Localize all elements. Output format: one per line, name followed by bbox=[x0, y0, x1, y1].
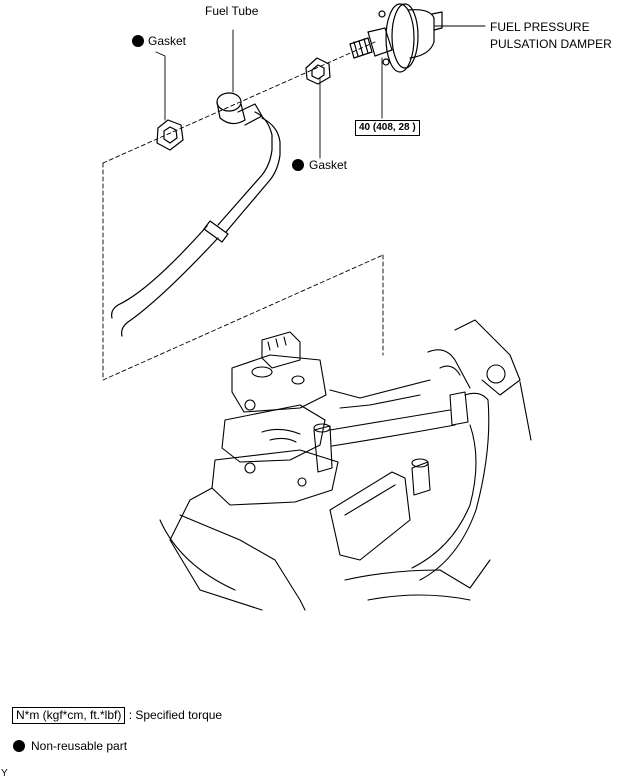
corner-mark: Y bbox=[1, 768, 8, 779]
gasket-label-left: Gasket bbox=[148, 34, 187, 48]
torque-spec-box: 40 (408, 28 ) bbox=[355, 120, 420, 136]
fuel-tube-label: Fuel Tube bbox=[205, 4, 259, 18]
gasket-right-shape bbox=[305, 57, 331, 85]
bullet-marks bbox=[13, 35, 304, 752]
leader-lines bbox=[155, 25, 486, 159]
engine-body-shape bbox=[159, 319, 532, 611]
legend-torque-text: : Specified torque bbox=[128, 708, 223, 722]
legend-torque: N*m (kgf*cm, ft.*lbf) : Specified torque bbox=[12, 707, 222, 724]
alignment-dashed-lines bbox=[102, 41, 384, 381]
damper-label-line1: FUEL PRESSURE bbox=[490, 20, 590, 34]
legend-torque-unit-box: N*m (kgf*cm, ft.*lbf) bbox=[12, 707, 126, 724]
pulsation-damper-shape bbox=[349, 3, 443, 73]
damper-label-line2: PULSATION DAMPER bbox=[490, 37, 612, 51]
gasket-left-shape bbox=[156, 119, 184, 151]
legend-nonreusable-text: Non-reusable part bbox=[31, 739, 128, 753]
gasket-label-right: Gasket bbox=[309, 158, 348, 172]
fuel-tube-shape bbox=[111, 92, 281, 337]
